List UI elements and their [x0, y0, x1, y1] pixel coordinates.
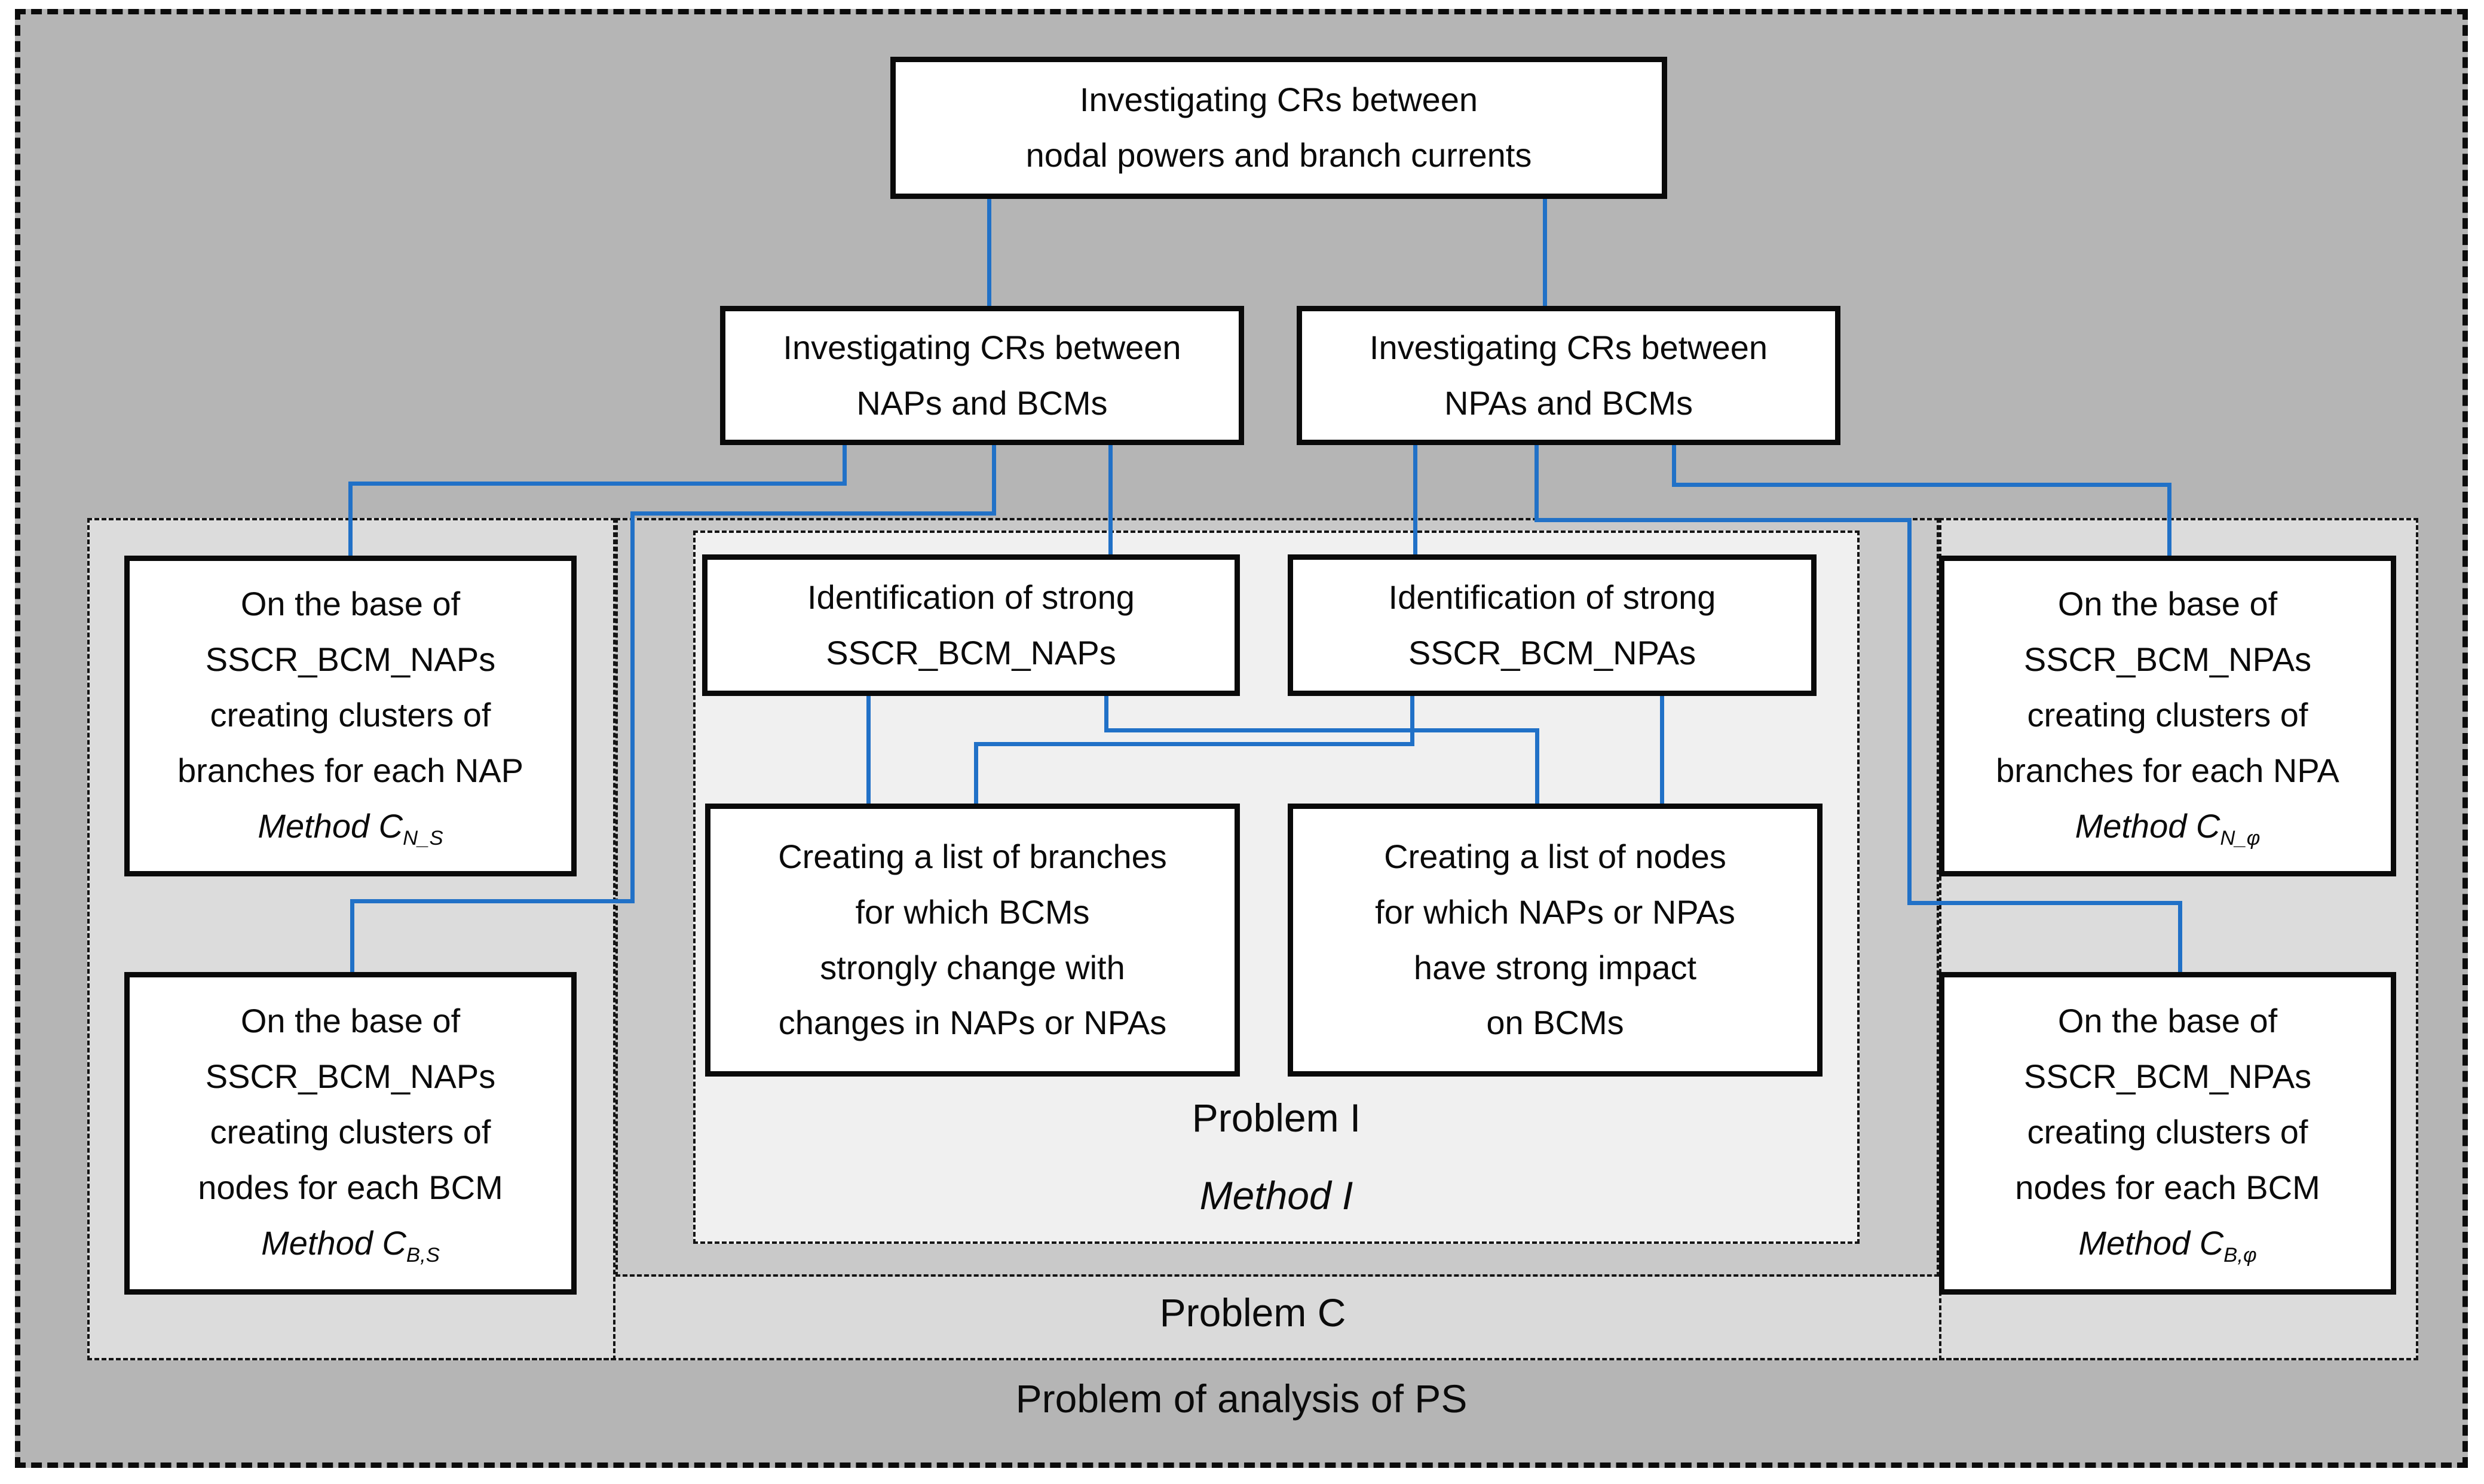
box-text-line: SSCR_BCM_NPAs [1408, 633, 1696, 672]
box-right-top: On the base of SSCR_BCM_NPAs creating clus… [1939, 556, 2396, 876]
box-text-line: for which NAPs or NPAs [1375, 893, 1735, 931]
box-text-line: Investigating CRs between [1369, 328, 1768, 366]
box-text-line: On the base of [240, 1002, 461, 1040]
box-text-line: On the base of [2057, 584, 2278, 623]
box-text-line: for which BCMs [855, 893, 1090, 931]
box-text-line: creating clusters of [2027, 1113, 2308, 1151]
connector-identnpas-nodes [1660, 695, 1664, 806]
box-text-line: Creating a list of branches [778, 837, 1167, 875]
box-text-line: Identification of strong [1388, 578, 1716, 616]
connector-naps-lefttop-h [348, 482, 847, 486]
connector-identnpas-branches-v2 [974, 742, 978, 806]
box-text-line: Identification of strong [807, 578, 1135, 616]
box-left-bottom: On the base of SSCR_BCM_NAPs creating clus… [124, 972, 577, 1295]
box-text-line: Investigating CRs between [783, 328, 1181, 366]
box-text-line: creating clusters of [210, 695, 491, 734]
box-text-line: creating clusters of [2027, 695, 2308, 734]
connector-npas-rightbottom-h2 [1907, 901, 2182, 905]
box-text-line: SSCR_BCM_NAPs [826, 633, 1116, 672]
connector-naps-leftbottom-v2 [630, 511, 635, 903]
box-right-bottom: On the base of SSCR_BCM_NPAs creating clus… [1939, 972, 2396, 1295]
box-text-line: NAPs and BCMs [856, 384, 1108, 422]
connector-npas-rightbottom-h1 [1534, 518, 1912, 522]
connector-npas-rightbottom-v3 [2178, 901, 2182, 974]
box-text-line: branches for each NAP [177, 751, 523, 789]
problem-c-label: Problem C [1159, 1290, 1346, 1335]
box-branches-list: Creating a list of branches for which BCM… [705, 804, 1240, 1077]
connector-root-npas [1543, 199, 1547, 307]
box-text-line: creating clusters of [210, 1113, 491, 1151]
box-text-line: SSCR_BCM_NAPs [205, 640, 496, 678]
box-text-line: nodes for each BCM [198, 1169, 503, 1207]
connector-npas-righttop-h [1672, 483, 2171, 487]
box-text-line: on BCMs [1486, 1004, 1624, 1042]
problem-c-bottom-border [87, 1358, 2418, 1360]
connector-npas-identnpas [1413, 444, 1417, 557]
box-text-line: NPAs and BCMs [1444, 384, 1693, 422]
box-text-line: have strong impact [1413, 948, 1697, 986]
box-text-line: SSCR_BCM_NPAs [2023, 1057, 2312, 1096]
box-text-line: Creating a list of nodes [1384, 837, 1726, 875]
connector-naps-identnaps [1108, 444, 1113, 557]
connector-naps-leftbottom-h2 [350, 899, 635, 903]
box-text-line: changes in NAPs or NPAs [778, 1004, 1167, 1042]
connector-npas-righttop-v1 [1672, 444, 1676, 487]
connector-naps-leftbottom-h1 [630, 511, 996, 516]
box-text-line: SSCR_BCM_NPAs [2023, 640, 2312, 678]
box-text-line: strongly change with [820, 948, 1125, 986]
problem-i-label: Problem I [1192, 1096, 1361, 1140]
connector-naps-leftbottom-v1 [992, 444, 996, 516]
method-label-cbs: Method CB,S [261, 1224, 440, 1267]
connector-identnpas-branches-v1 [1410, 695, 1414, 746]
box-text-line: On the base of [240, 584, 461, 623]
box-text-line: SSCR_BCM_NAPs [205, 1057, 496, 1096]
connector-identnaps-nodes-h [1104, 728, 1539, 732]
box-text-line: Investigating CRs between [1079, 81, 1478, 119]
box-text-line: On the base of [2057, 1002, 2278, 1040]
method-label-cns: Method CN_S [258, 807, 443, 850]
connector-naps-lefttop-v2 [348, 482, 353, 558]
connector-identnaps-nodes-v1 [1104, 695, 1108, 732]
method-i-label: Method I [1199, 1173, 1353, 1218]
box-text-line: nodal powers and branch currents [1025, 136, 1532, 174]
connector-naps-lefttop-v1 [843, 444, 847, 486]
box-text-line: branches for each NPA [1996, 751, 2339, 789]
connector-identnaps-nodes-v2 [1535, 728, 1539, 806]
box-root: Investigating CRs between nodal powers an… [890, 57, 1667, 199]
box-text-line: nodes for each BCM [2015, 1169, 2320, 1207]
problem-of-analysis-label: Problem of analysis of PS [1015, 1376, 1468, 1421]
method-label-cnphi: Method CN_φ [2075, 807, 2261, 850]
method-label-cbphi: Method CB,φ [2078, 1224, 2257, 1267]
box-left-top: On the base of SSCR_BCM_NAPs creating clus… [124, 556, 577, 876]
box-nodes-list: Creating a list of nodes for which NAPs o… [1288, 804, 1823, 1077]
connector-npas-rightbottom-v2 [1907, 518, 1912, 905]
connector-npas-rightbottom-v1 [1534, 444, 1539, 522]
connector-identnaps-branches [866, 695, 871, 806]
connector-identnpas-branches-h [974, 742, 1414, 746]
connector-root-naps [987, 199, 991, 307]
connector-npas-righttop-v2 [2167, 483, 2171, 558]
connector-naps-leftbottom-v3 [350, 899, 354, 974]
